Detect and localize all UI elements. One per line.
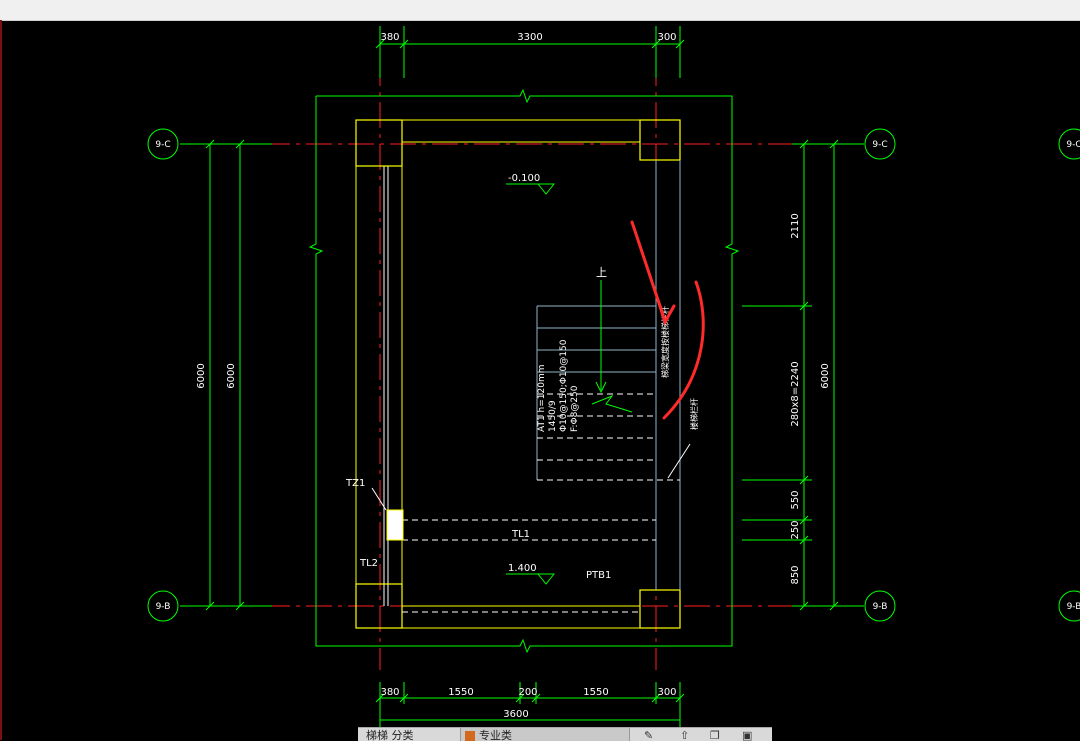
- dim-bottom-total: 3600: [503, 709, 528, 720]
- toolbar-tab-2-label: 专业类: [479, 729, 512, 741]
- slab-spec-1: AT1 h=120mm: [537, 365, 547, 433]
- dim-bottom-2: 1550: [448, 687, 473, 698]
- dim-left-inner: 6000: [226, 363, 237, 388]
- annotation-curve: [662, 280, 705, 420]
- window-title-bar: [0, 0, 1080, 21]
- dim-bottom-5: 300: [657, 687, 676, 698]
- dim-right-3: 550: [790, 490, 801, 509]
- column-top-left: [355, 119, 403, 167]
- red-annotations: [630, 220, 705, 420]
- left-dimensions: [205, 139, 245, 611]
- level-markers: [506, 183, 556, 585]
- dim-top-left: 380: [380, 32, 399, 43]
- columns: [355, 119, 681, 629]
- bottom-toolbar: 梯梯 分类 专业类 ✎ ⇧ ❐ ▣: [358, 727, 772, 741]
- level-bottom: 1.400: [508, 563, 537, 574]
- dim-top-right: 300: [657, 32, 676, 43]
- ptb1-label: PTB1: [586, 570, 611, 581]
- axis-label-right-b: 9-B: [873, 602, 888, 612]
- axis-bubbles: [147, 128, 1080, 622]
- upload-icon[interactable]: ⇧: [680, 729, 690, 741]
- axis-label-edge-b: 9-B: [1067, 602, 1080, 612]
- cad-drawing-canvas[interactable]: 380 3300 300 380 1550 200 1550 300 3600 …: [0, 20, 1080, 727]
- right-dimensions: [742, 139, 839, 611]
- dim-right-5: 850: [790, 565, 801, 584]
- tz1-label: TZ1: [345, 478, 365, 489]
- stair-treads-hidden: [402, 393, 680, 613]
- axis-bubble-right-b: [864, 590, 896, 622]
- dim-bottom-4: 1550: [583, 687, 608, 698]
- stair-treads: [536, 305, 656, 480]
- dim-left-outer: 6000: [196, 363, 207, 388]
- axis-label-left-b: 9-B: [156, 602, 171, 612]
- dim-right-total: 6000: [820, 363, 831, 388]
- dim-right-1: 2110: [790, 213, 801, 238]
- slab-spec-4: F:Φ8@250: [570, 385, 580, 432]
- slab-spec-2: 1450/9: [548, 400, 558, 432]
- edit-icon[interactable]: ✎: [644, 729, 654, 741]
- outer-boundary: [308, 88, 740, 654]
- up-label: 上: [596, 266, 607, 279]
- axis-label-right-c: 9-C: [872, 140, 887, 150]
- column-top-right: [639, 119, 681, 161]
- note-railing: 楼梯栏杆: [689, 398, 699, 430]
- canvas-left-edge: [0, 20, 2, 740]
- axis-bubble-edge-c: [1058, 128, 1080, 160]
- layer-color-swatch: [465, 731, 475, 741]
- axis-label-edge-c: 9-C: [1066, 140, 1080, 150]
- column-bottom-right: [639, 589, 681, 629]
- dim-bottom-3: 200: [518, 687, 537, 698]
- note-railing-width: 梯梁宽度按楼梯栏杆: [660, 306, 670, 378]
- axis-bubble-edge-b: [1058, 590, 1080, 622]
- up-arrow: [591, 280, 633, 413]
- dim-right-2: 280x8=2240: [790, 361, 801, 426]
- annotation-arrow-head: [656, 298, 676, 326]
- axis-bubble-right-c: [864, 128, 896, 160]
- dim-bottom-1: 380: [380, 687, 399, 698]
- save-icon[interactable]: ▣: [742, 729, 753, 741]
- axis-bubble-left-b: [147, 590, 179, 622]
- toolbar-tab-1[interactable]: 梯梯 分类: [366, 729, 414, 741]
- stair-right-edge: [655, 160, 681, 590]
- slab-spec-3: Φ10@150;Φ10@150: [559, 339, 569, 432]
- stair-walls: [355, 119, 681, 629]
- dim-top-mid: 3300: [517, 32, 542, 43]
- axis-bubble-left-c: [147, 128, 179, 160]
- level-top: -0.100: [508, 173, 540, 184]
- axis-lines: [180, 60, 860, 670]
- column-bottom-left: [355, 583, 403, 629]
- bottom-dimension: [375, 682, 685, 727]
- tz1-post: [386, 509, 404, 541]
- leader-lines: [371, 443, 691, 570]
- copy-icon[interactable]: ❐: [710, 729, 720, 741]
- top-dimension: [375, 26, 685, 78]
- tl2-label: TL2: [359, 558, 378, 569]
- toolbar-tab-2[interactable]: 专业类: [460, 728, 630, 741]
- axis-label-left-c: 9-C: [155, 140, 170, 150]
- tl1-label: TL1: [511, 529, 530, 540]
- dim-right-4: 250: [790, 520, 801, 539]
